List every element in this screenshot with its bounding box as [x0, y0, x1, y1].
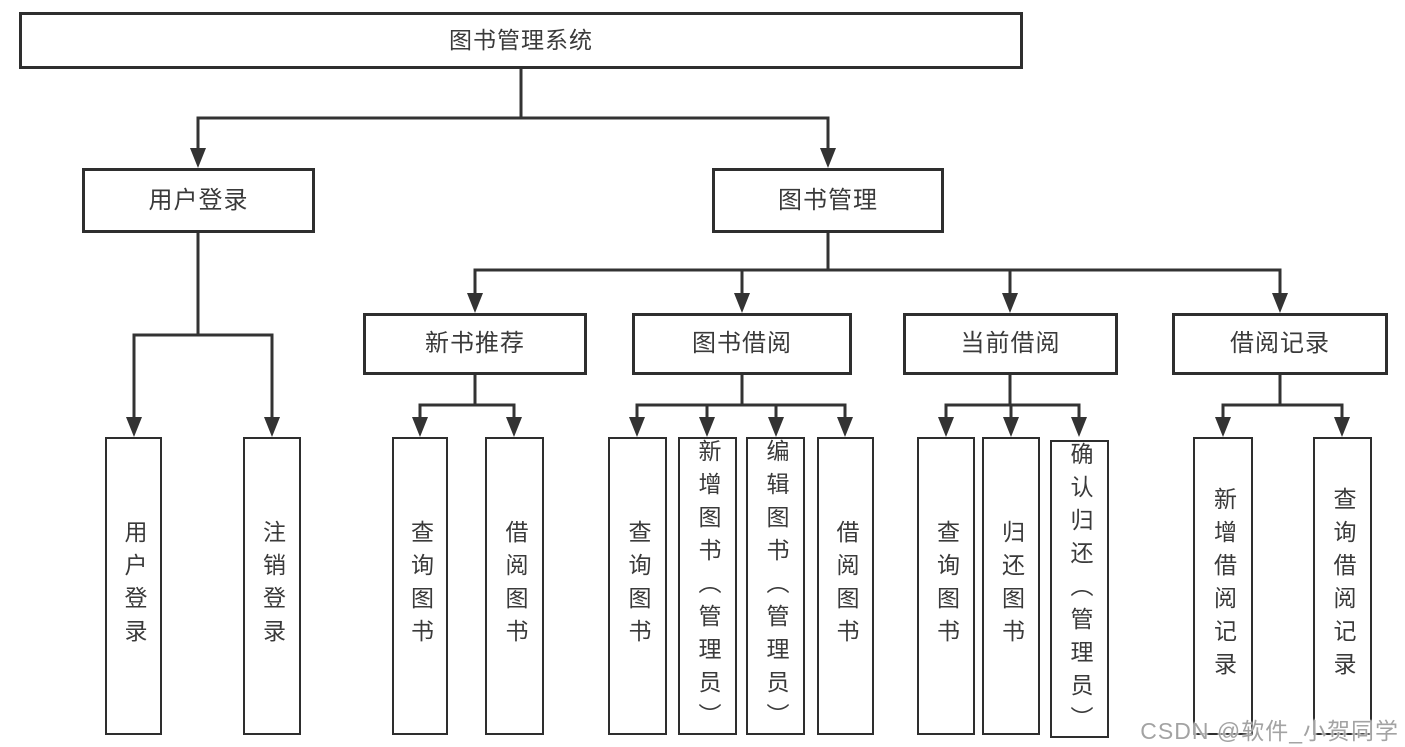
- node-user-login: 用户登录: [82, 168, 315, 233]
- leaf-query-book-borrow: 查询图书: [608, 437, 667, 735]
- leaf-logout: 注销登录: [243, 437, 301, 735]
- node-root-library-system: 图书管理系统: [19, 12, 1023, 69]
- watermark: CSDN @软件_小贺同学: [1140, 718, 1399, 744]
- leaf-add-book-admin: 新增图书（管理员）: [678, 437, 737, 736]
- node-borrow-records: 借阅记录: [1172, 313, 1388, 375]
- leaf-query-book-current: 查询图书: [917, 437, 975, 735]
- leaf-edit-book-admin: 编辑图书（管理员）: [746, 437, 805, 736]
- node-book-management: 图书管理: [712, 168, 944, 233]
- leaf-borrow-book: 借阅图书: [817, 437, 874, 735]
- arrowheads: [126, 148, 1350, 437]
- leaf-query-book-recommend: 查询图书: [392, 437, 448, 735]
- leaf-borrow-book-recommend: 借阅图书: [485, 437, 544, 735]
- leaf-confirm-return-admin: 确认归还（管理员）: [1050, 440, 1109, 739]
- node-new-book-recommend: 新书推荐: [363, 313, 587, 375]
- leaf-return-book: 归还图书: [982, 437, 1040, 735]
- leaf-add-borrow-record: 新增借阅记录: [1193, 437, 1253, 735]
- leaf-user-login: 用户登录: [105, 437, 162, 735]
- node-book-borrow: 图书借阅: [632, 313, 852, 375]
- leaf-query-borrow-record: 查询借阅记录: [1313, 437, 1372, 735]
- node-current-borrow: 当前借阅: [903, 313, 1118, 375]
